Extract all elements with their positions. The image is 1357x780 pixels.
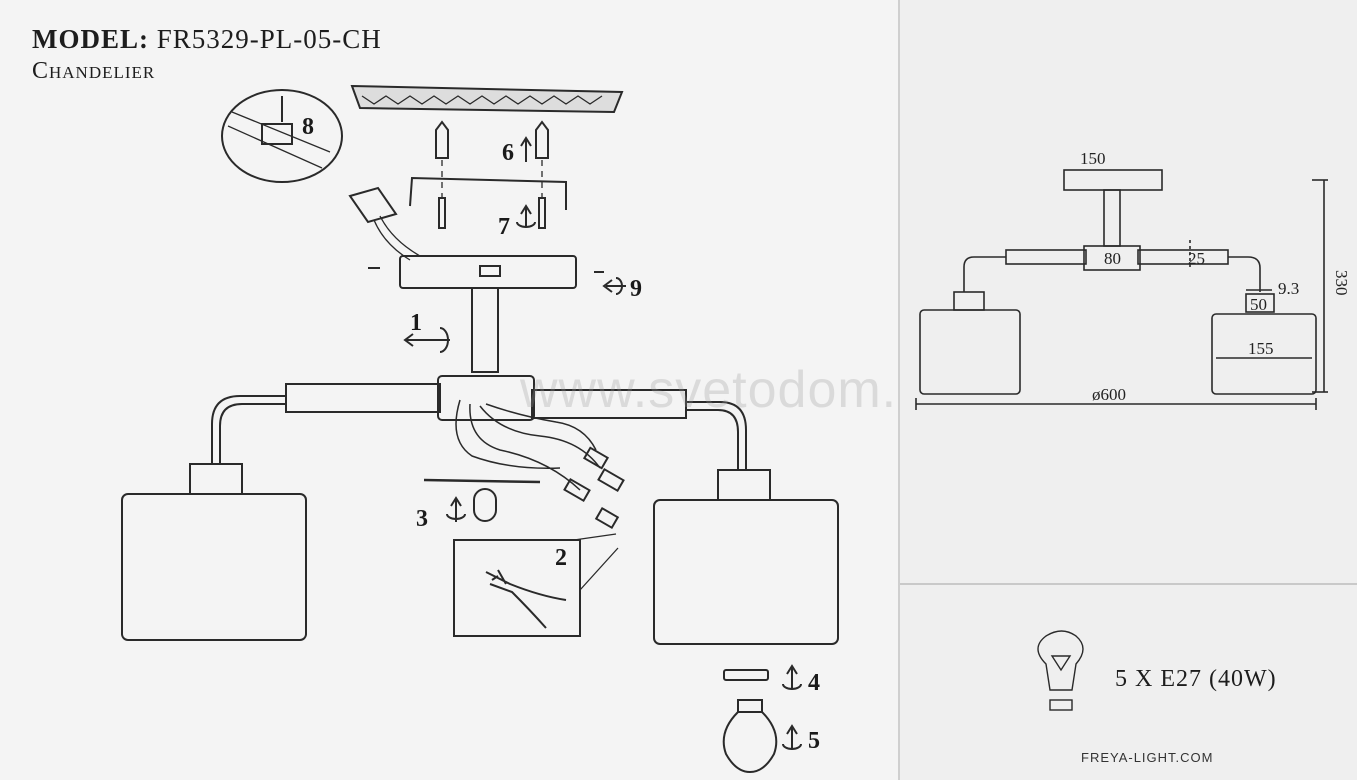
model-label: MODEL: [32, 24, 149, 54]
connector-3 [563, 477, 591, 503]
connector-1 [582, 446, 610, 470]
step-number: 4 [808, 670, 820, 696]
model-number: FR5329-PL-05-CH [156, 24, 382, 54]
right-arm-tube [531, 389, 687, 419]
dim-stem [1103, 189, 1121, 247]
left-lamp-holder [189, 463, 243, 495]
spec-bulb-base [1049, 699, 1073, 711]
dimension-diagram: 150 330 80 25 9.3 50 155 ø600 [915, 149, 1351, 711]
dim-canopy-width: 150 [1080, 149, 1106, 168]
cover-plate [423, 478, 541, 484]
terminal-block [261, 123, 293, 145]
connector-4 [594, 506, 620, 530]
step-6-arrow [520, 136, 532, 162]
step-7-rotate-icon [516, 204, 536, 228]
mounting-bracket [409, 176, 567, 210]
assembly-diagram: 1 2 3 4 5 6 7 8 9 [121, 84, 839, 774]
terminal-detail [221, 89, 343, 183]
step-number: 6 [502, 140, 514, 166]
bulb-spec: 5 X E27 (40W) [1115, 666, 1277, 692]
step-number: 5 [808, 728, 820, 754]
product-type: Chandelier [32, 58, 156, 84]
hub [437, 375, 535, 421]
bulb-icon [722, 711, 778, 774]
bulb-ring [723, 669, 769, 681]
dim-holder-width: 50 [1250, 295, 1267, 314]
screw-left [438, 197, 446, 229]
right-shade [653, 499, 839, 645]
dimensions-panel: 150 330 80 25 9.3 50 155 ø600 5 X E27 (4… [898, 0, 1357, 780]
crystal-pattern [361, 95, 603, 105]
step-1-rotate-icon [403, 327, 450, 353]
panel-divider [900, 583, 1357, 585]
left-arm-tube [285, 383, 441, 413]
dim-arm-diameter: 25 [1188, 249, 1205, 268]
step-number: 9 [630, 276, 642, 302]
dim-arm-right [1137, 249, 1229, 265]
dim-holder-offset: 9.3 [1278, 279, 1299, 298]
left-shade [121, 493, 307, 641]
canopy-slot [479, 265, 501, 277]
step-3-rotate-icon [446, 496, 466, 522]
connector-2 [597, 467, 625, 493]
canopy [399, 255, 577, 289]
step-5-rotate-icon [782, 724, 802, 750]
step-4-rotate-icon [782, 664, 802, 690]
spec-bulb-icon [1037, 630, 1084, 691]
step-number: 7 [498, 214, 510, 240]
cap [473, 488, 497, 522]
step-number: 3 [416, 506, 428, 532]
pliers-panel [453, 539, 581, 637]
right-arm [686, 401, 747, 470]
dim-arm-left [1005, 249, 1087, 265]
dim-overall-diameter: ø600 [1092, 385, 1126, 404]
step-number: 8 [302, 114, 314, 140]
bulb-base [737, 699, 763, 713]
step-number: 2 [555, 545, 567, 571]
model-heading: MODEL: FR5329-PL-05-CH [32, 24, 382, 55]
dim-shade-left [919, 309, 1021, 395]
dim-hub-width: 80 [1104, 249, 1121, 268]
left-arm [211, 395, 286, 464]
dim-height: 330 [1332, 270, 1351, 296]
pliers-icon [485, 569, 567, 629]
screw-right [538, 197, 546, 229]
dim-hub [1083, 245, 1141, 271]
watermark: www.svetodom.ru [520, 361, 946, 419]
dim-holder-left [953, 291, 985, 311]
wire-1 [455, 399, 561, 469]
step-number: 1 [410, 310, 422, 336]
terminal-connector [348, 186, 398, 224]
dim-canopy [1063, 169, 1163, 191]
wall-plug-right [535, 120, 549, 159]
dim-shade-right [1211, 313, 1317, 395]
stem [471, 287, 499, 373]
assembly-panel: MODEL: FR5329-PL-05-CH Chandelier [32, 24, 945, 774]
right-lamp-holder [717, 469, 771, 501]
website: FREYA-LIGHT.COM [1081, 750, 1214, 765]
step-9-rotate-icon [602, 277, 626, 295]
wall-plug-left [435, 120, 449, 159]
dim-holder-right [1245, 293, 1275, 313]
dim-shade-size: 155 [1248, 339, 1274, 358]
